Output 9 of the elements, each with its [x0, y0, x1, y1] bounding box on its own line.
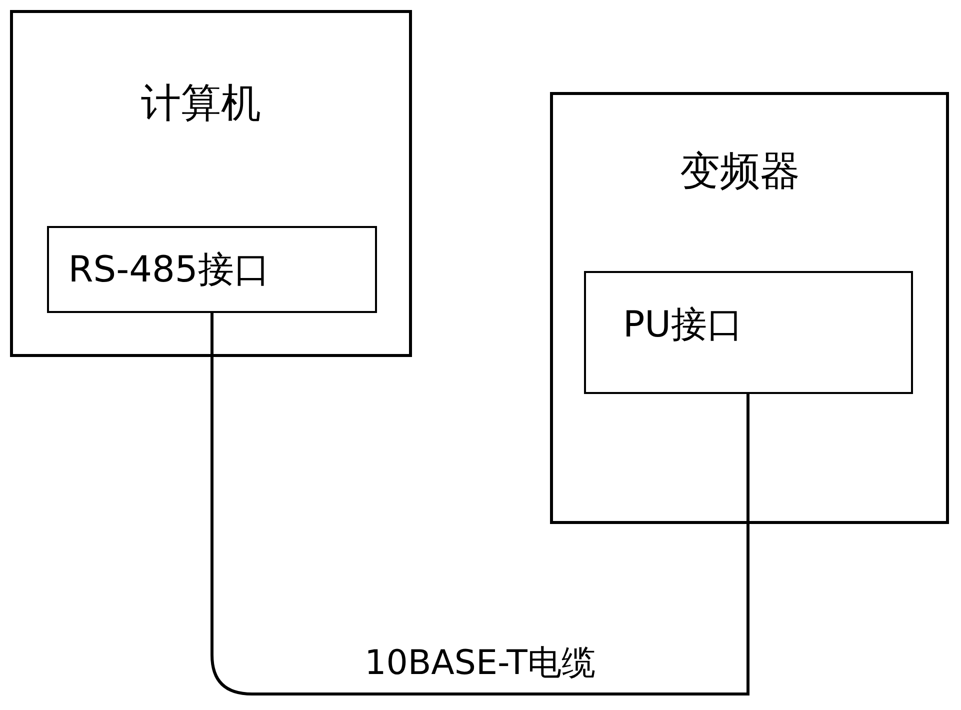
device-box [10, 10, 412, 357]
cable-line [210, 313, 750, 696]
interface-label: RS-485接口 [68, 248, 270, 292]
device-box [550, 92, 949, 524]
interface-box [584, 271, 913, 394]
interface-box [47, 226, 377, 313]
interface-label: PU接口 [622, 304, 744, 348]
device-title: 变频器 [680, 148, 800, 196]
device-title: 计算机 [141, 80, 261, 128]
